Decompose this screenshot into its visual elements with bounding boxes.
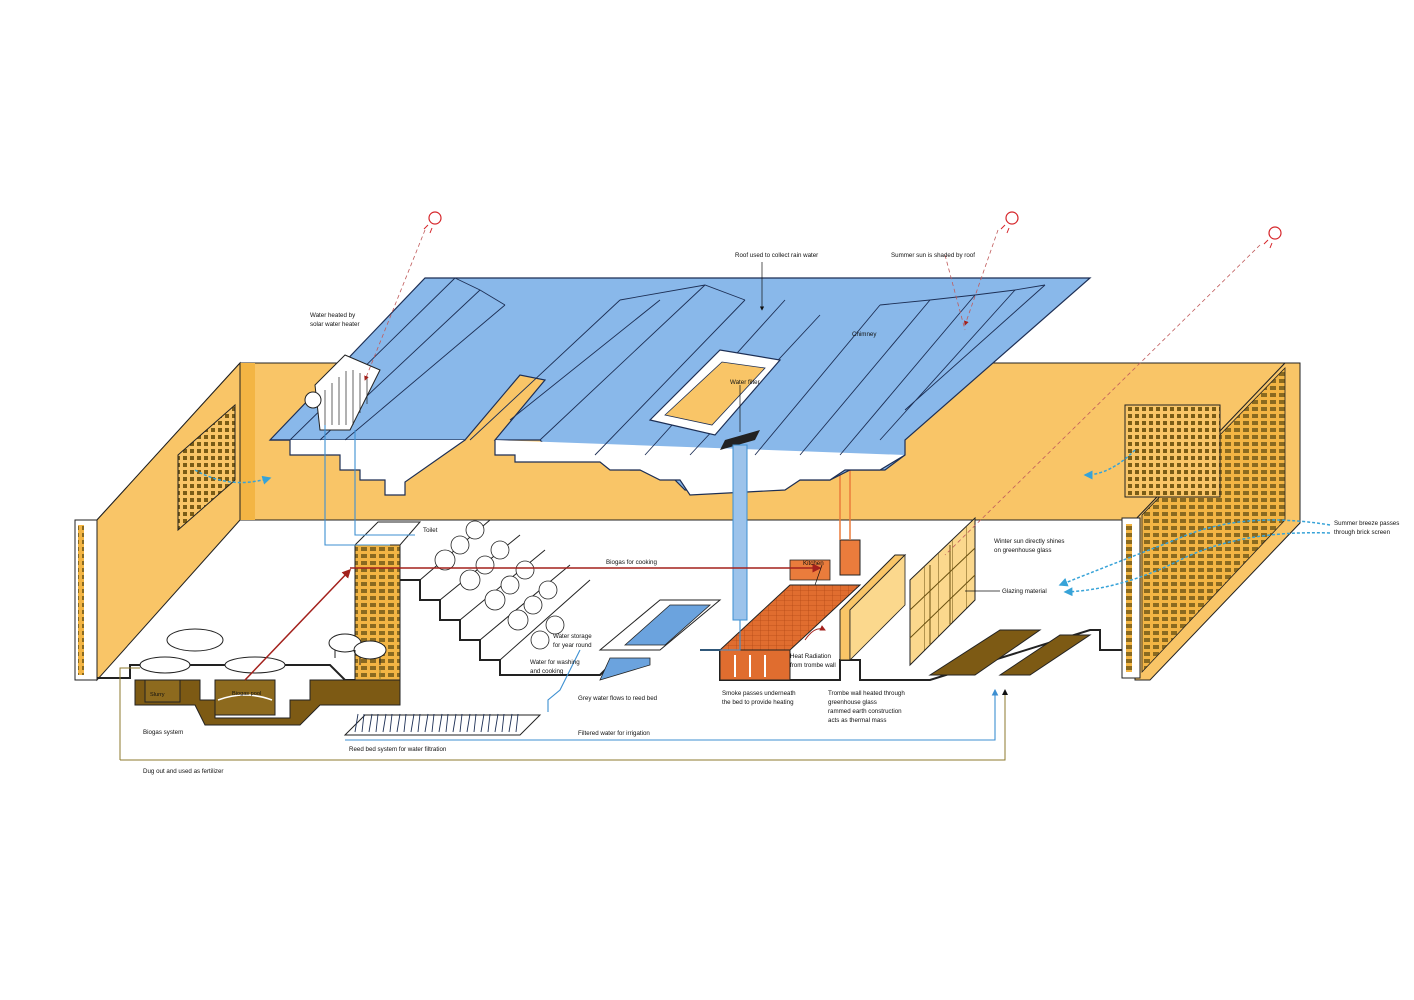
label-summer-sun: Summer sun is shaded by roof <box>891 252 975 259</box>
leader-lines <box>739 262 1000 592</box>
label-heat-radiation-2: from trombe wall <box>790 662 836 669</box>
label-water-washing-1: Water for washing <box>530 659 580 666</box>
roof <box>268 277 1092 496</box>
greenhouse-beds <box>928 629 1092 676</box>
reed-icon <box>354 713 519 733</box>
label-trombe-3: rammed earth construction <box>828 708 902 715</box>
label-water-filter: Water filter <box>730 379 760 386</box>
trombe-wall <box>839 554 907 661</box>
left-wall-brick-edge <box>78 525 84 675</box>
solar-water-heater <box>304 354 381 431</box>
label-reed-bed: Reed bed system for water filtration <box>349 746 447 753</box>
water-storage-tank <box>598 599 722 681</box>
label-trombe-1: Trombe wall heated through <box>828 690 905 697</box>
label-solar-heater-2: solar water heater <box>310 321 360 328</box>
label-roof-rain: Roof used to collect rain water <box>735 252 818 259</box>
label-grey-water: Grey water flows to reed bed <box>578 695 658 702</box>
roof-courtyard-opening <box>648 349 782 436</box>
label-biogas-system: Biogas system <box>143 729 183 736</box>
label-kitchen: Kitchen <box>803 560 824 567</box>
ground-lines <box>119 667 1008 761</box>
label-trombe-2: greenhouse glass <box>828 699 877 706</box>
label-summer-breeze-2: through brick screen <box>1334 529 1391 536</box>
label-biogas-pool: Biogas pool <box>232 691 261 697</box>
label-trombe-4: acts as thermal mass <box>828 717 886 724</box>
label-solar-heater-1: Water heated by <box>310 312 356 319</box>
left-window-screen <box>177 403 236 532</box>
label-winter-sun-2: on greenhouse glass <box>994 547 1051 554</box>
heat-radiation-arrows <box>804 625 826 641</box>
label-slurry: Slurry <box>150 692 165 698</box>
label-water-washing-2: and cooking <box>530 668 564 675</box>
label-heat-radiation-1: Heat Radiation <box>790 653 831 660</box>
label-toilet: Toilet <box>423 527 438 534</box>
label-water-storage-1: Water storage <box>553 633 592 640</box>
right-wall-brick-screen <box>1124 404 1221 498</box>
roof-ridges <box>289 277 1046 456</box>
plant-icon <box>434 520 565 650</box>
label-summer-breeze-1: Summer breeze passes <box>1334 520 1399 527</box>
annotation-labels: Roof used to collect rain water Summer s… <box>143 252 1399 775</box>
sun-rays <box>364 229 1261 556</box>
label-filtered-water: Filtered water for irrigation <box>578 730 650 737</box>
label-chimney: Chimney <box>852 331 877 338</box>
label-fertilizer: Dug out and used as fertilizer <box>143 768 223 775</box>
label-water-storage-2: for year round <box>553 642 592 649</box>
label-smoke-1: Smoke passes underneath <box>722 690 796 697</box>
reed-bed <box>343 714 542 736</box>
water-filter <box>720 430 760 621</box>
biogas-pipe <box>244 563 822 681</box>
breeze-arrows <box>194 449 1331 597</box>
label-glazing: Glazing material <box>1002 588 1047 595</box>
biogas-pit <box>134 628 401 726</box>
pig-icon <box>328 633 387 665</box>
label-smoke-2: the bed to provide heating <box>722 699 794 706</box>
sun-icon <box>423 211 1282 249</box>
greenhouse-glazing <box>909 516 976 667</box>
label-winter-sun-1: Winter sun directly shines <box>994 538 1065 545</box>
right-side-wall <box>1121 362 1301 681</box>
water-pipes <box>324 425 999 741</box>
label-biogas-cooking: Biogas for cooking <box>606 559 657 566</box>
